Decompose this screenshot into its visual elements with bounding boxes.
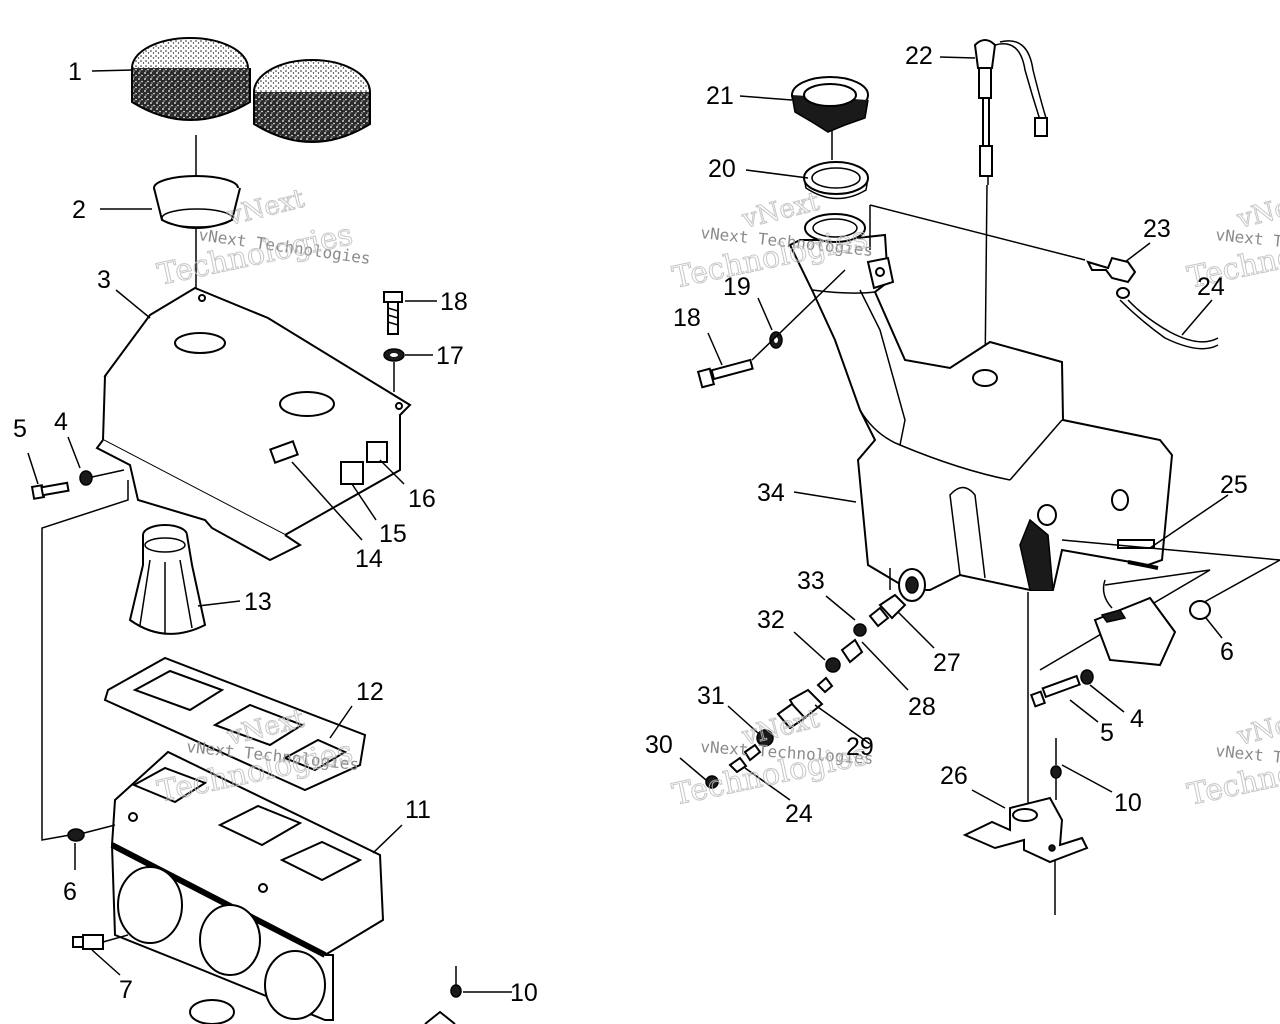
grommet-right bbox=[1189, 600, 1211, 620]
tank-bracket bbox=[962, 796, 1089, 864]
callout-3: 3 bbox=[97, 266, 111, 294]
callout-4: 4 bbox=[54, 408, 68, 436]
intake-boot bbox=[128, 524, 207, 635]
sensor-bracket bbox=[1093, 579, 1177, 667]
callout-10: 10 bbox=[1114, 789, 1142, 817]
callout-18: 18 bbox=[673, 304, 701, 332]
side-bolt-right bbox=[1029, 669, 1094, 708]
callout-12: 12 bbox=[356, 678, 384, 706]
guide-line bbox=[869, 204, 1086, 261]
screw-and-washer-left bbox=[383, 291, 405, 392]
callout-20: 20 bbox=[708, 155, 736, 183]
callout-1: 1 bbox=[68, 58, 82, 86]
watermark-brand: vNext bbox=[1233, 187, 1280, 235]
callout-14: 14 bbox=[355, 545, 383, 573]
airbox-base bbox=[110, 750, 385, 1021]
leader-lines bbox=[27, 56, 1229, 993]
watermark-word: Technologies bbox=[154, 217, 355, 293]
callout-5: 5 bbox=[1100, 719, 1114, 747]
callout-28: 28 bbox=[908, 693, 936, 721]
mount-stud bbox=[1050, 738, 1062, 800]
airbox-gasket bbox=[103, 656, 367, 792]
callout-15: 15 bbox=[379, 520, 407, 548]
tank-cap bbox=[791, 76, 869, 133]
callout-31: 31 bbox=[697, 682, 725, 710]
tank-bolt-right bbox=[696, 269, 846, 389]
callout-18: 18 bbox=[440, 288, 468, 316]
callout-4: 4 bbox=[1130, 705, 1144, 733]
callout-19: 19 bbox=[723, 273, 751, 301]
callout-5: 5 bbox=[13, 415, 27, 443]
callout-22: 22 bbox=[905, 42, 933, 70]
outlet-fittings bbox=[825, 593, 907, 673]
callout-labels: 1 2 3 4 5 6 7 10 11 12 13 14 15 16 17 18… bbox=[13, 42, 1248, 1007]
callout-16: 16 bbox=[408, 485, 436, 513]
filter-adapter-ring bbox=[153, 175, 241, 229]
callout-6: 6 bbox=[63, 878, 77, 906]
bottom-ring bbox=[189, 999, 235, 1024]
callout-25: 25 bbox=[1220, 471, 1248, 499]
callout-26: 26 bbox=[940, 762, 968, 790]
level-sensor bbox=[973, 39, 1048, 376]
callout-30: 30 bbox=[645, 731, 673, 759]
callout-17: 17 bbox=[436, 342, 464, 370]
callout-21: 21 bbox=[706, 82, 734, 110]
callout-6: 6 bbox=[1220, 638, 1234, 666]
callout-33: 33 bbox=[797, 567, 825, 595]
drain-valve bbox=[72, 934, 129, 950]
callout-24: 24 bbox=[785, 800, 813, 828]
callout-32: 32 bbox=[757, 606, 785, 634]
callout-23: 23 bbox=[1143, 215, 1171, 243]
inline-filter bbox=[705, 676, 834, 789]
watermark-brand: vNext bbox=[1233, 704, 1280, 752]
callout-13: 13 bbox=[244, 588, 272, 616]
callout-10: 10 bbox=[510, 979, 538, 1007]
oil-tank bbox=[788, 213, 1174, 602]
hose-fitting bbox=[1086, 256, 1219, 350]
callout-29: 29 bbox=[846, 733, 874, 761]
bolt-bottom bbox=[424, 966, 462, 1024]
callout-11: 11 bbox=[405, 796, 431, 824]
callout-34: 34 bbox=[757, 479, 785, 507]
callout-7: 7 bbox=[119, 976, 133, 1004]
callout-27: 27 bbox=[933, 649, 961, 677]
airbox-cover bbox=[95, 286, 412, 562]
left-assembly bbox=[30, 37, 462, 1024]
callout-24: 24 bbox=[1197, 273, 1225, 301]
side-screw-left bbox=[30, 469, 125, 500]
callout-2: 2 bbox=[72, 196, 86, 224]
right-assembly bbox=[696, 39, 1280, 915]
grommet-left bbox=[67, 824, 116, 842]
foam-air-filter bbox=[131, 37, 371, 143]
guide-line bbox=[41, 480, 129, 841]
